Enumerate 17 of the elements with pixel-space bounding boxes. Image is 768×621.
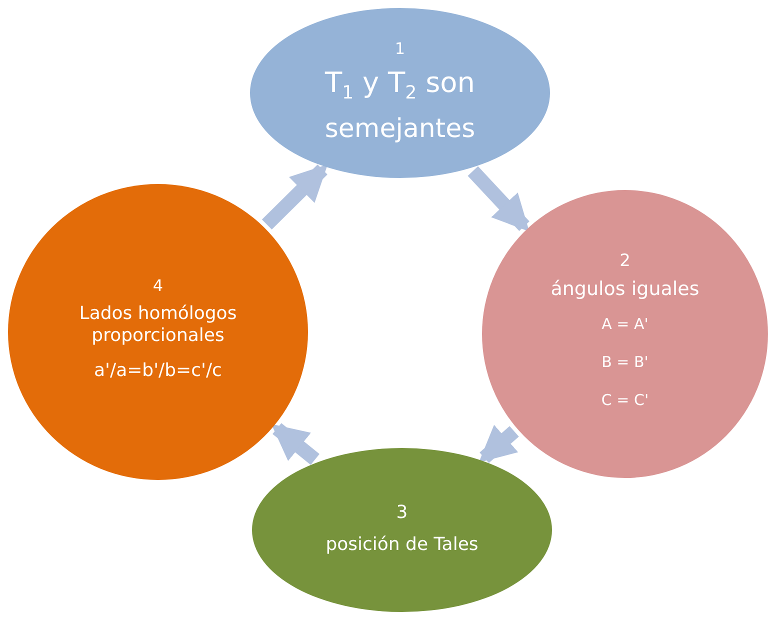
node-text: 1 [394, 38, 406, 58]
node-text: 3 [396, 502, 408, 524]
node-text: ángulos iguales [550, 278, 700, 301]
arrow [478, 424, 519, 463]
node-text: semejantes [324, 114, 476, 146]
node-text: C = C' [601, 390, 649, 409]
node-text: A = A' [602, 314, 648, 333]
node-text: 4 [152, 276, 164, 296]
node-text: posición de Tales [326, 534, 478, 556]
arrow [468, 166, 530, 232]
node-text: T$_{1}$ y T$_{2}$ son [324, 66, 476, 104]
node-text: Lados homólogos proporcionales [78, 303, 238, 346]
node-text: B = B' [602, 352, 648, 371]
arrow [262, 164, 328, 230]
arrow [271, 423, 320, 465]
node-text: a'/a=b'/b=c'/c [94, 360, 222, 382]
node-text: 2 [620, 251, 630, 272]
